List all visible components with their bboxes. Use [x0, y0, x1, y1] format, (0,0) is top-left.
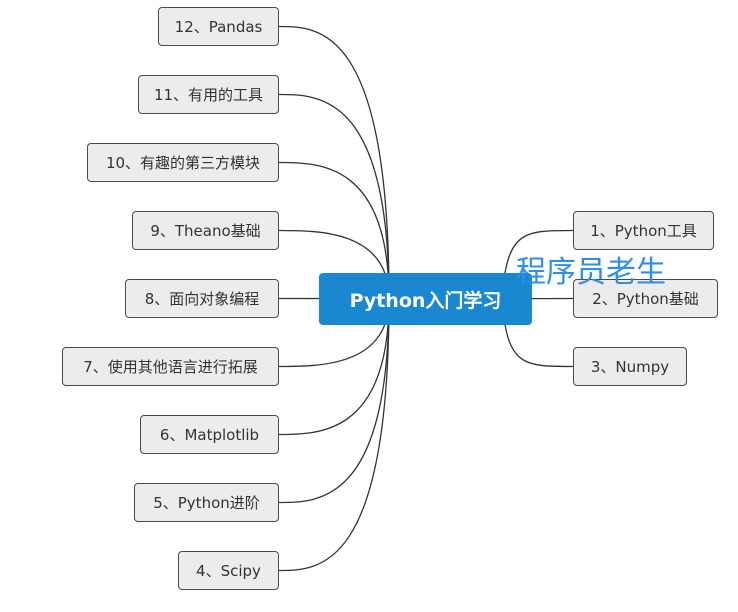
node-useful-tools[interactable]: 11、有用的工具 — [138, 75, 279, 114]
connector-line — [278, 298, 390, 436]
node-label: 7、使用其他语言进行拓展 — [83, 358, 258, 376]
node-label: 5、Python进阶 — [153, 494, 260, 512]
node-label: 6、Matplotlib — [159, 426, 260, 444]
node-label: 3、Numpy — [590, 358, 670, 376]
connector-line — [278, 93, 390, 300]
connector-line — [278, 25, 390, 300]
node-label: 11、有用的工具 — [153, 86, 264, 104]
connector-line — [278, 298, 390, 504]
node-oop[interactable]: 8、面向对象编程 — [125, 279, 279, 318]
node-extend-other-languages[interactable]: 7、使用其他语言进行拓展 — [62, 347, 279, 386]
node-pandas[interactable]: 12、Pandas — [158, 7, 279, 46]
root-node-label: Python入门学习 — [349, 289, 502, 312]
node-label: 1、Python工具 — [590, 222, 697, 240]
node-label: 10、有趣的第三方模块 — [105, 154, 261, 172]
node-python-advanced[interactable]: 5、Python进阶 — [134, 483, 279, 522]
node-third-party-modules[interactable]: 10、有趣的第三方模块 — [87, 143, 279, 182]
node-label: 8、面向对象编程 — [144, 290, 260, 308]
node-theano-basics[interactable]: 9、Theano基础 — [132, 211, 279, 250]
node-scipy[interactable]: 4、Scipy — [178, 551, 279, 590]
node-label: 4、Scipy — [196, 562, 261, 580]
connector-line — [278, 161, 390, 300]
connector-line — [278, 298, 390, 572]
node-label: 12、Pandas — [174, 18, 263, 36]
node-numpy[interactable]: 3、Numpy — [573, 347, 687, 386]
node-python-basics[interactable]: 2、Python基础 — [573, 279, 718, 318]
node-matplotlib[interactable]: 6、Matplotlib — [140, 415, 279, 454]
node-label: 2、Python基础 — [592, 290, 699, 308]
node-python-tools[interactable]: 1、Python工具 — [573, 211, 714, 250]
node-label: 9、Theano基础 — [150, 222, 261, 240]
root-node[interactable]: Python入门学习 — [319, 273, 532, 325]
